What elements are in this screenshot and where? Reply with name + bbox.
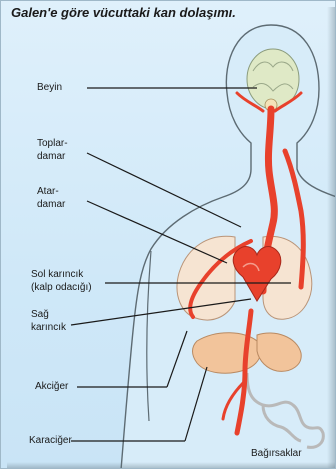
label-toplardamar-2: damar (37, 151, 65, 163)
leader-toplardamar (87, 153, 241, 227)
label-toplardamar-1: Toplar- (37, 138, 68, 150)
label-sol-karincik-1: Sol karıncık (31, 269, 83, 281)
label-akciger: Akciğer (35, 381, 68, 393)
label-karaciger: Karaciğer (29, 435, 72, 447)
liver (193, 333, 262, 374)
frame-shadow-right (327, 7, 335, 469)
label-atardamar-1: Atar- (37, 186, 59, 198)
label-beyin: Beyin (37, 82, 62, 94)
label-bagirsaklar: Bağırsaklar (251, 448, 302, 459)
label-sag-karincik-1: Sağ (31, 309, 49, 321)
frame-shadow-bottom (7, 462, 336, 468)
label-sol-karincik-2: (kalp odacığı) (31, 282, 92, 294)
label-atardamar-2: damar (37, 199, 65, 211)
label-sag-karincik-2: karıncık (31, 322, 66, 334)
